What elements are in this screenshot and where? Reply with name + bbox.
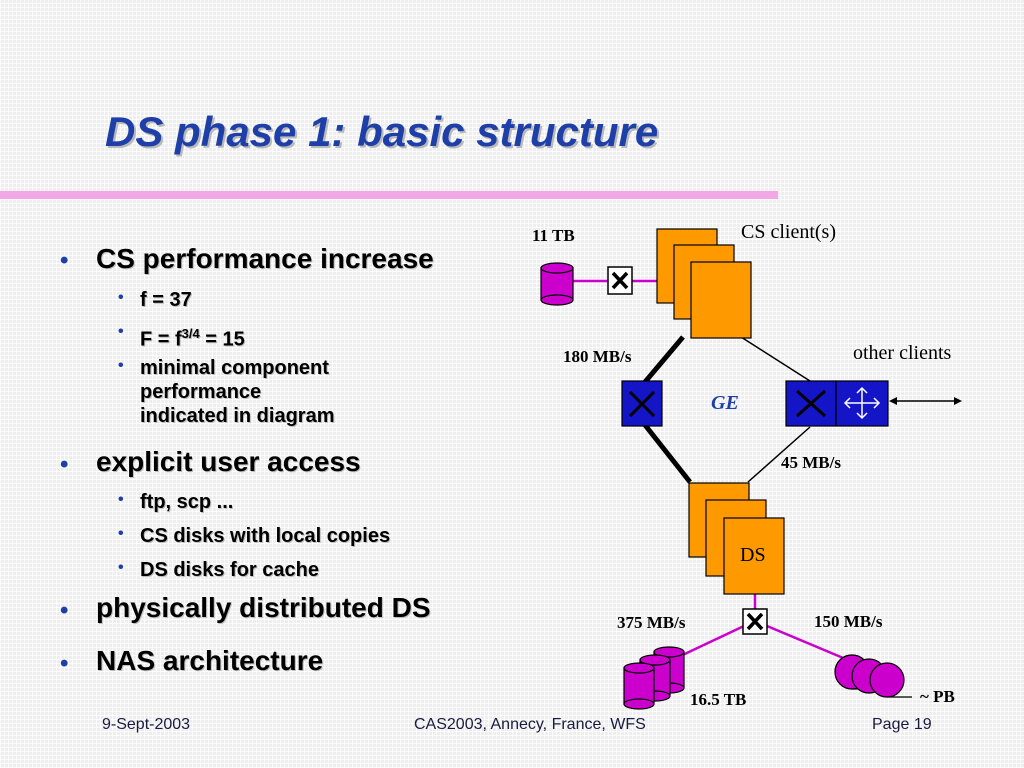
tape-storage-icon xyxy=(834,654,912,698)
bullet-marker: • xyxy=(118,323,124,340)
link-cs-ge-right xyxy=(740,336,811,382)
title-divider xyxy=(0,191,778,199)
bullet-cs-disks: CS disks with local copies xyxy=(140,525,391,547)
bullet-cs-performance: CS performance increase xyxy=(96,243,434,274)
bullet-marker: • xyxy=(60,247,69,274)
cs-storage-icon xyxy=(540,262,574,306)
bullet-minimal-component: minimal component performance indicated … xyxy=(140,356,334,428)
bullet-marker: • xyxy=(118,289,124,306)
bullet-line: minimal component xyxy=(140,357,329,379)
cs-clients-label: CS client(s) xyxy=(741,221,836,243)
cs-storage-label: 11 TB xyxy=(532,226,575,245)
ds-label: DS xyxy=(740,544,766,566)
slide-title: DS phase 1: basic structure xyxy=(105,108,659,155)
bullet-distributed-ds: physically distributed DS xyxy=(96,592,431,623)
footer-event: CAS2003, Annecy, France, WFS xyxy=(414,716,646,733)
formula-result: = 15 xyxy=(199,328,245,351)
bullet-list: • CS performance increase • f = 37 • F =… xyxy=(60,243,434,677)
tape-link-rate-label: 150 MB/s xyxy=(814,612,883,631)
bullet-nas: NAS architecture xyxy=(96,645,324,676)
bullet-F-formula: F = f3/4 = 15 xyxy=(140,322,245,352)
bullet-f-value: f = 37 xyxy=(140,289,192,311)
ge-switch-right-icon xyxy=(785,380,837,427)
link-ge-ds-left xyxy=(643,423,692,484)
cs-client-servers-icon xyxy=(656,228,752,339)
ds-servers-icon xyxy=(688,482,785,595)
other-clients-arrow-icon xyxy=(889,397,962,405)
link-ge-ds-right xyxy=(747,426,811,483)
formula-base: F = f xyxy=(140,328,182,351)
cs-switch-icon xyxy=(607,266,633,295)
ge-switch-left-icon xyxy=(621,380,663,427)
bullet-marker: • xyxy=(118,357,124,374)
disk-link-rate-label: 375 MB/s xyxy=(617,613,686,632)
footer-date: 9-Sept-2003 xyxy=(102,716,191,733)
bullet-marker: • xyxy=(118,559,124,576)
link-cs-ge-left xyxy=(643,335,685,384)
cs-link-rate-label: 180 MB/s xyxy=(563,347,632,366)
ds-switch-icon xyxy=(742,608,768,635)
bullet-marker: • xyxy=(60,597,69,624)
other-link-rate-label: 45 MB/s xyxy=(781,453,841,472)
bullet-marker: • xyxy=(118,491,124,508)
footer-page-number: Page 19 xyxy=(872,716,932,733)
ge-label: GE xyxy=(711,392,739,414)
other-clients-label: other clients xyxy=(853,342,952,364)
tape-storage-label: ~ PB xyxy=(920,687,955,706)
router-icon xyxy=(835,380,889,427)
bullet-line: performance xyxy=(140,381,262,403)
bullet-marker: • xyxy=(60,451,69,478)
bullet-user-access: explicit user access xyxy=(96,446,361,477)
disk-storage-label: 16.5 TB xyxy=(690,690,746,709)
bullet-marker: • xyxy=(118,525,124,542)
formula-exponent: 3/4 xyxy=(181,326,200,341)
link-switch-tapes xyxy=(766,624,849,662)
bullet-ds-disks: DS disks for cache xyxy=(140,559,319,581)
disk-storage-icon xyxy=(623,646,685,710)
bullet-marker: • xyxy=(60,650,69,677)
bullet-line: indicated in diagram xyxy=(140,405,335,427)
bullet-ftp-scp: ftp, scp ... xyxy=(140,491,234,513)
